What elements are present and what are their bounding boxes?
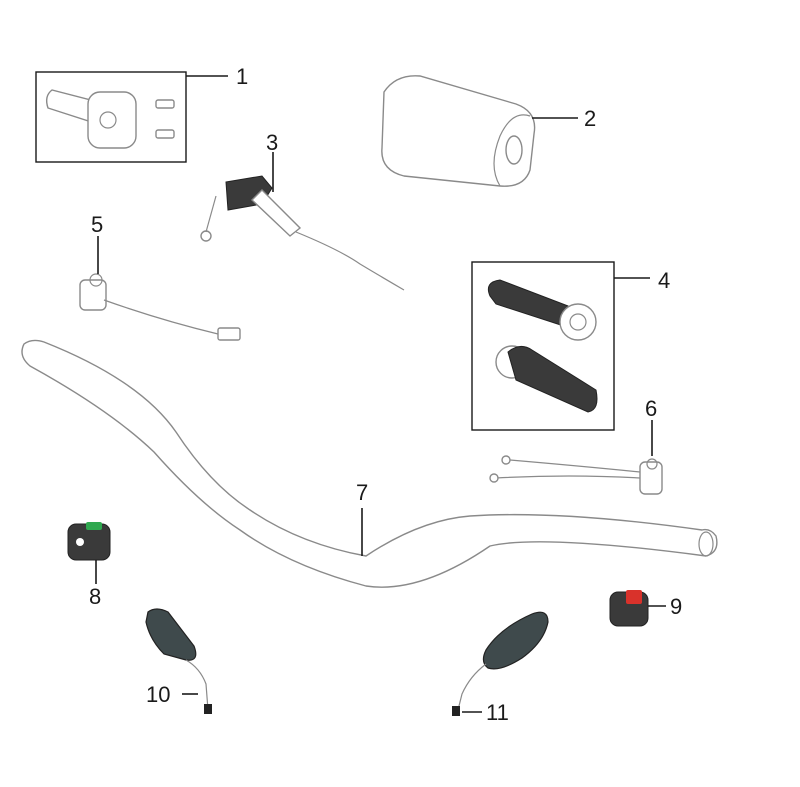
callout-5: 5 (91, 212, 103, 237)
callout-6: 6 (645, 396, 657, 421)
right-switch-icon (609, 590, 666, 627)
callout-10: 10 (146, 682, 170, 707)
callout-4: 4 (658, 268, 670, 293)
handlebar-icon (21, 339, 718, 588)
left-switch-icon (67, 522, 111, 584)
callout-3: 3 (266, 130, 278, 155)
throttle-assembly-icon (35, 71, 228, 163)
right-clamp-switch-icon (489, 420, 663, 495)
grips-icon (471, 261, 650, 431)
left-mirror-icon (145, 608, 212, 714)
callout-2: 2 (584, 106, 596, 131)
left-clamp-switch-icon (79, 236, 241, 341)
callout-9: 9 (670, 594, 682, 619)
handlebar-pad-icon (381, 75, 578, 187)
right-mirror-icon (452, 611, 549, 716)
callout-7: 7 (356, 480, 368, 505)
callout-8: 8 (89, 584, 101, 609)
throttle-cable-icon (200, 152, 405, 291)
callout-11: 11 (486, 700, 509, 725)
callout-1: 1 (236, 64, 248, 89)
